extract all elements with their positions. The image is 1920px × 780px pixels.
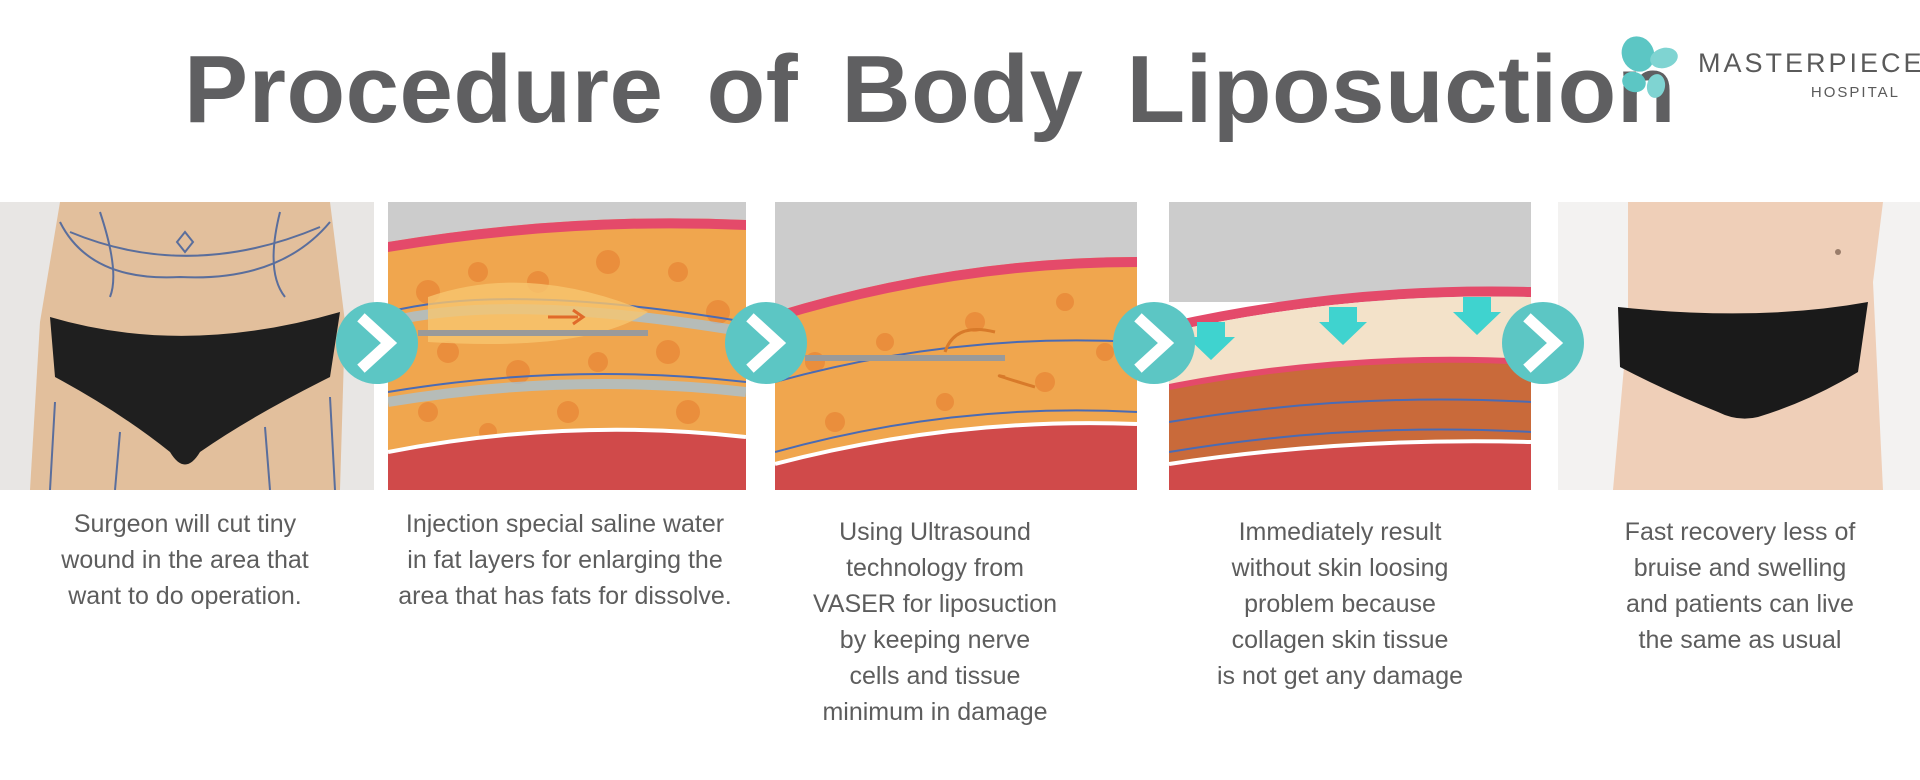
step-2-caption: Injection special saline water in fat la… [375, 506, 755, 614]
caption-line: minimum in damage [822, 698, 1048, 726]
chevron-right-icon [725, 302, 807, 384]
step-arrow-2 [724, 301, 808, 385]
caption-line: cells and tissue [849, 662, 1021, 690]
caption-line: without skin loosing [1231, 554, 1449, 582]
step-1-caption: Surgeon will cut tiny wound in the area … [15, 506, 355, 614]
step-arrow-1 [335, 301, 419, 385]
caption-line: collagen skin tissue [1231, 626, 1449, 654]
caption-line: VASER for liposuction [812, 590, 1058, 618]
caption-line: bruise and swelling [1633, 554, 1847, 582]
brand-logo: MASTERPIECE HOSPITAL [1610, 28, 1920, 108]
step-4-image [1169, 202, 1531, 490]
caption-line: is not get any damage [1217, 662, 1463, 690]
caption-line: wound in the area that [61, 546, 309, 574]
step-3-caption: Using Ultrasound technology from VASER f… [770, 514, 1100, 730]
butterfly-icon [1621, 36, 1678, 98]
caption-line: Immediately result [1238, 518, 1442, 546]
chevron-right-icon [336, 302, 418, 384]
chevron-right-icon [1502, 302, 1584, 384]
step-arrow-3 [1112, 301, 1196, 385]
step-2-image [388, 202, 746, 490]
step-5-caption: Fast recovery less of bruise and swellin… [1580, 514, 1900, 658]
step-1-image [0, 202, 374, 490]
caption-line: Using Ultrasound [839, 518, 1031, 546]
step-arrow-4 [1501, 301, 1585, 385]
caption-line: Surgeon will cut tiny [73, 510, 297, 538]
caption-line: the same as usual [1638, 626, 1842, 654]
step-5-image [1558, 202, 1920, 490]
caption-line: want to do operation. [68, 582, 302, 610]
caption-line: area that has fats for dissolve. [398, 582, 732, 610]
caption-line: problem because [1244, 590, 1436, 618]
caption-line: and patients can live [1626, 590, 1854, 618]
brand-subtitle: HOSPITAL [1810, 84, 1900, 101]
page-title: Procedure of Body Liposuction [184, 36, 1676, 143]
step-3-image [775, 202, 1137, 490]
step-4-caption: Immediately result without skin loosing … [1175, 514, 1505, 694]
brand-name: MASTERPIECE [1698, 48, 1920, 78]
chevron-right-icon [1113, 302, 1195, 384]
caption-line: technology from [846, 554, 1024, 582]
caption-line: Fast recovery less of [1624, 518, 1856, 546]
caption-line: by keeping nerve [839, 626, 1031, 654]
caption-line: in fat layers for enlarging the [407, 546, 723, 574]
caption-line: Injection special saline water [405, 510, 725, 538]
